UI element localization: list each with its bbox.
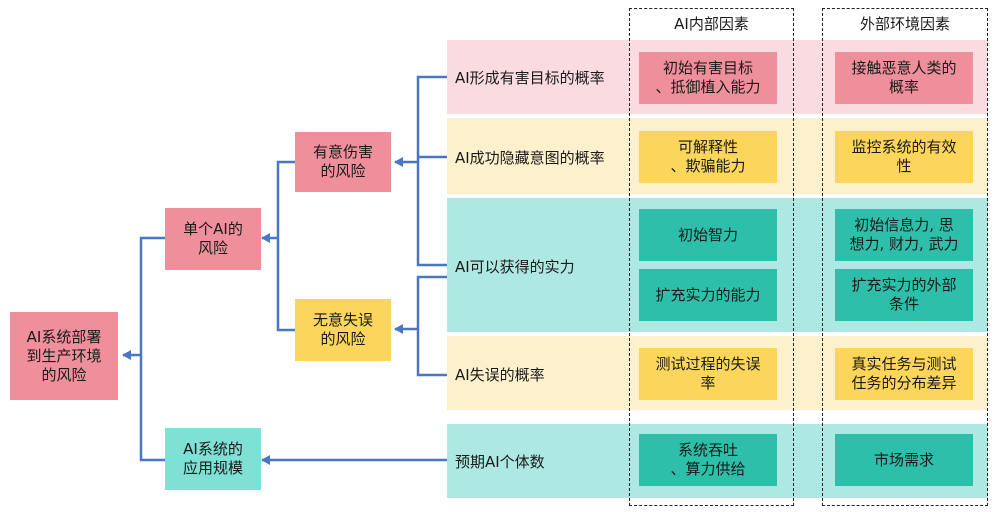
external-factors-header: 外部环境因素 bbox=[859, 15, 950, 33]
factor-label-harmful-goal: AI形成有害目标的概率 bbox=[455, 68, 605, 87]
single-ai-risk-node: 单个AI的 风险 bbox=[165, 208, 261, 270]
intentional-harm-node: 有意伤害 的风险 bbox=[295, 132, 391, 192]
internal-factors-column bbox=[629, 8, 794, 506]
unintentional-error-node: 无意失误 的风险 bbox=[295, 299, 391, 361]
internal-factors-header: AI内部因素 bbox=[674, 15, 749, 33]
external-cell-monitoring: 监控系统的有效 性 bbox=[835, 131, 973, 183]
external-cell-initial-resources: 初始信息力, 思 想力, 财力, 武力 bbox=[835, 209, 973, 261]
external-cell-malicious-human: 接触恶意人类的 概率 bbox=[835, 52, 973, 104]
internal-cell-test-error: 测试过程的失误 率 bbox=[639, 348, 777, 400]
factor-label-error: AI失误的概率 bbox=[455, 365, 545, 384]
internal-cell-harmful-goal: 初始有害目标 、抵御植入能力 bbox=[639, 52, 777, 104]
internal-cell-hide-intent: 可解释性 、欺骗能力 bbox=[639, 131, 777, 183]
application-scale-node: AI系统的 应用规模 bbox=[165, 428, 261, 490]
factor-label-power: AI可以获得的实力 bbox=[455, 257, 575, 276]
internal-cell-throughput: 系统吞吐 、算力供给 bbox=[639, 434, 777, 486]
external-cell-market-demand: 市场需求 bbox=[835, 434, 973, 486]
factor-label-hide-intent: AI成功隐藏意图的概率 bbox=[455, 148, 605, 167]
external-cell-expansion-conditions: 扩充实力的外部 条件 bbox=[835, 269, 973, 321]
internal-cell-expand-power: 扩充实力的能力 bbox=[639, 269, 777, 321]
root-node: AI系统部署 到生产环境 的风险 bbox=[10, 312, 118, 400]
internal-cell-initial-intelligence: 初始智力 bbox=[639, 209, 777, 261]
external-cell-distribution-shift: 真实任务与测试 任务的分布差异 bbox=[835, 348, 973, 400]
external-factors-column bbox=[822, 8, 988, 506]
factor-label-instances: 预期AI个体数 bbox=[455, 452, 545, 471]
